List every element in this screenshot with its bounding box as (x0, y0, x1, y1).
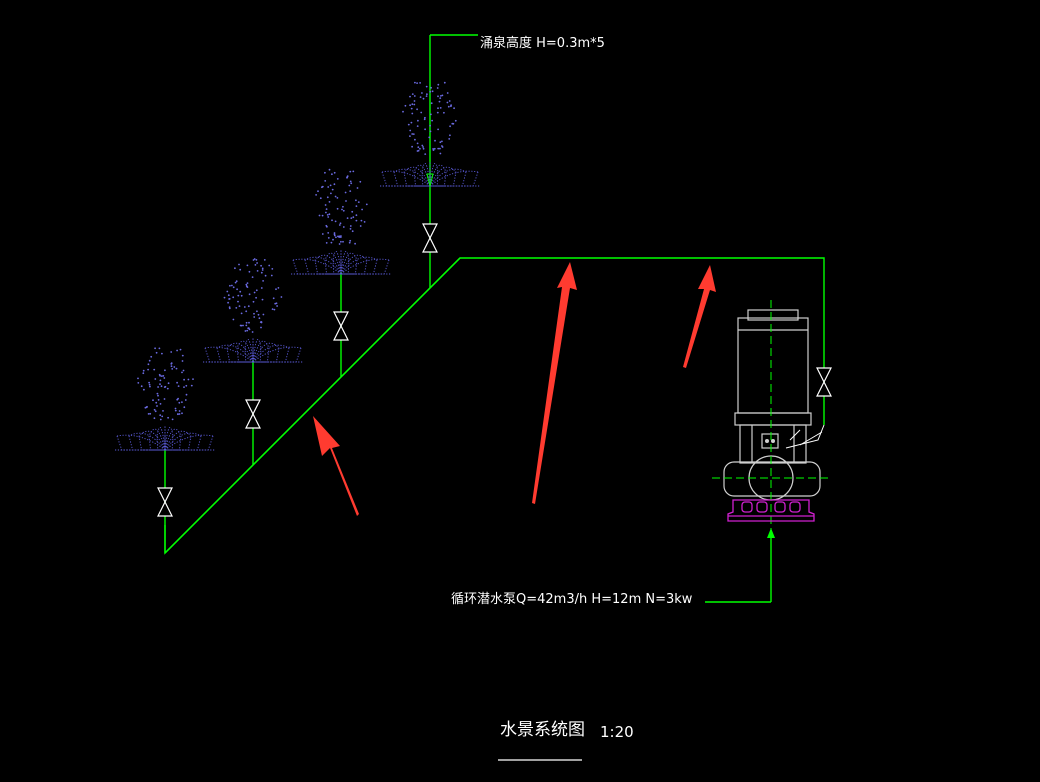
fountain-nozzle-icon (380, 81, 480, 187)
drawing-title: 水景系统图 (500, 720, 585, 740)
fountain-nozzle-icon (203, 258, 303, 363)
pipe-network (164, 34, 825, 603)
gate-valve-icon (245, 399, 261, 429)
annotation-arrows (313, 262, 716, 516)
gate-valve-icon (422, 223, 438, 253)
gate-valve-icon (816, 367, 832, 397)
fountain-nozzle-icon (291, 168, 391, 275)
fountain-nozzle-icon (115, 347, 215, 451)
fountain-height-label: 涌泉高度 H=0.3m*5 (480, 35, 605, 51)
red-arrow-icon (532, 262, 577, 504)
pump-spec-label: 循环潜水泵Q=42m3/h H=12m N=3kw (451, 592, 693, 607)
fountain-group (115, 81, 480, 451)
red-arrow-icon (683, 265, 716, 368)
submersible-pump-icon (712, 300, 830, 530)
main-pipe (164, 257, 825, 555)
gate-valve-icon (333, 311, 349, 341)
red-arrow-icon (313, 416, 359, 516)
gate-valve-icon (157, 487, 173, 517)
drawing-scale: 1:20 (600, 723, 634, 741)
